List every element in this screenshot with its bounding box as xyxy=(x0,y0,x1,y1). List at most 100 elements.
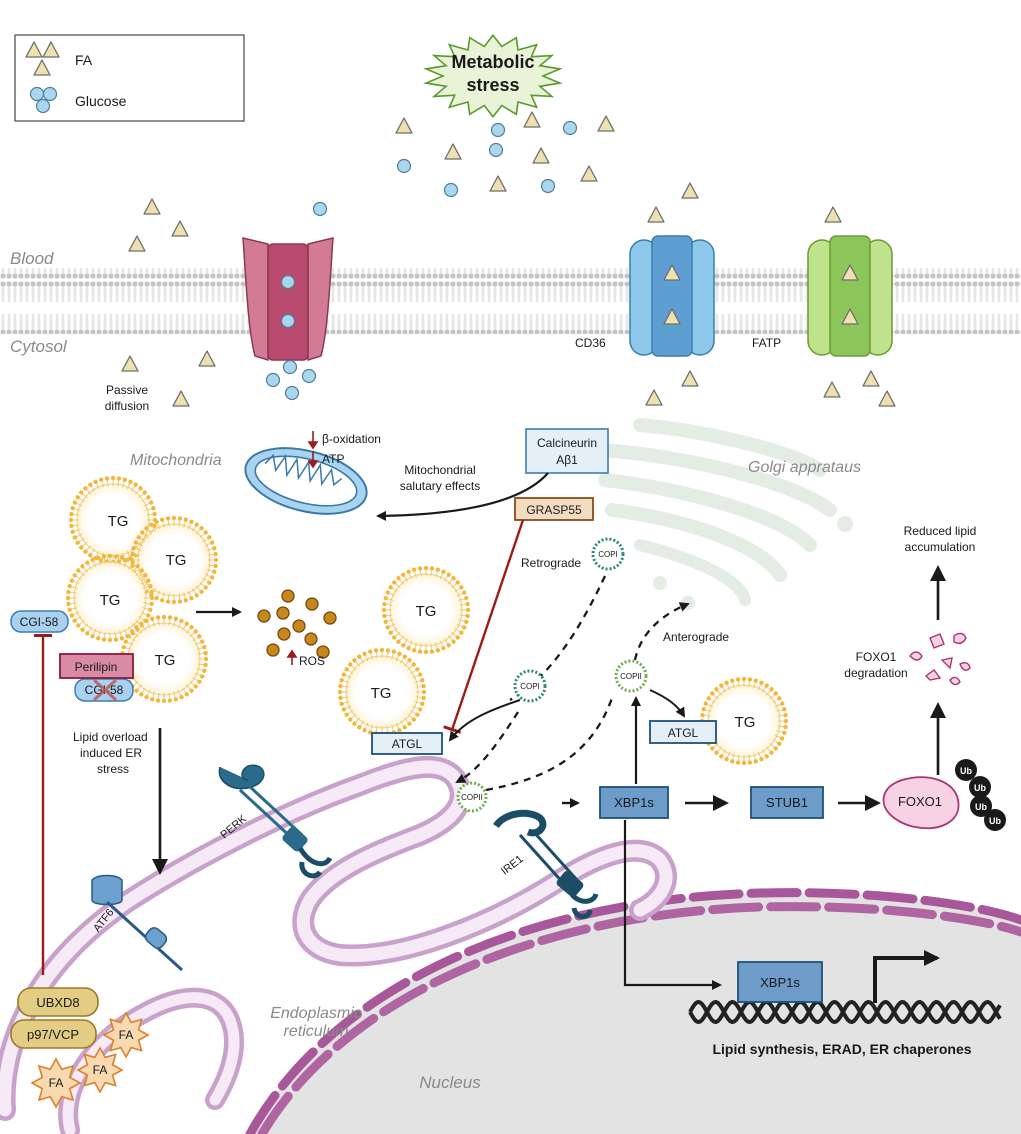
fa-stars xyxy=(30,1011,150,1109)
foxo1-degradation-line2: degradation xyxy=(844,666,907,680)
stub1-label: STUB1 xyxy=(766,795,808,810)
tg-label: TG xyxy=(371,685,392,702)
xbp1s-label: XBP1s xyxy=(614,795,654,810)
metabolic-stress-burst: Metabolic stress xyxy=(423,33,563,119)
fa-molecule xyxy=(121,355,139,372)
ros-molecule xyxy=(266,643,280,657)
blood-label: Blood xyxy=(10,249,54,268)
ubxd8-box: UBXD8 xyxy=(17,987,99,1017)
ros-up-arrow xyxy=(286,649,298,665)
fa-star-label: FA xyxy=(119,1028,134,1042)
legend-glucose-icon xyxy=(35,98,51,114)
glucose-in-transporter xyxy=(280,313,296,329)
fa-molecule xyxy=(681,182,699,199)
glucose-molecule xyxy=(301,368,317,384)
fatp-label: FATP xyxy=(752,336,781,350)
glucose-molecule xyxy=(282,359,298,375)
atgl-label: ATGL xyxy=(392,737,423,751)
er-stress-line2: induced ER xyxy=(80,746,142,760)
ub-label: Ub xyxy=(960,766,972,776)
transcription-start-arrow xyxy=(873,950,940,1003)
calcineurin-box: Calcineurin Aβ1 xyxy=(525,428,609,474)
fa-molecule xyxy=(823,381,841,398)
atp-label: ATP xyxy=(322,452,344,466)
stub1-box: STUB1 xyxy=(750,786,824,819)
anterograde-label: Anterograde xyxy=(663,630,729,644)
fa-molecule xyxy=(862,370,880,387)
vesicle-trafficking-paths xyxy=(455,575,690,792)
grasp55-box: GRASP55 xyxy=(514,497,594,521)
fa-molecule xyxy=(580,165,598,182)
perilipin-complex: CGI-58 Perilipin xyxy=(59,653,134,702)
cgi58-free: CGI-58 xyxy=(10,610,69,633)
reduced-lipid-line1: Reduced lipid xyxy=(904,524,977,538)
tg-label: TG xyxy=(416,603,437,620)
fa-molecule xyxy=(647,206,665,223)
legend-glucose-icon xyxy=(42,86,58,102)
xbp1s-to-nucleus-arrow xyxy=(623,820,722,990)
glucose-transporter xyxy=(242,237,334,362)
lipid-droplets xyxy=(65,475,789,766)
cd36-transporter xyxy=(629,235,715,357)
fa-star-label: FA xyxy=(93,1063,108,1077)
fa-molecule xyxy=(444,143,462,160)
fa-molecule xyxy=(878,390,896,407)
lipid-droplet xyxy=(119,614,209,704)
foxo1-label: FOXO1 xyxy=(898,794,942,809)
fa-star xyxy=(102,1011,150,1059)
atgl2-label: ATGL xyxy=(668,726,699,740)
golgi-apparatus xyxy=(593,418,853,610)
ire1-label: IRE1 xyxy=(499,853,526,878)
p97-label: p97/VCP xyxy=(27,1027,79,1042)
mito-effects-line2: salutary effects xyxy=(400,479,480,493)
cd36-label: CD36 xyxy=(575,336,606,350)
fa-molecule xyxy=(597,115,615,132)
legend-fa-label: FA xyxy=(75,52,93,68)
copi-vesicle: COPI xyxy=(591,537,625,571)
mitochondrion xyxy=(244,447,368,515)
xbp1s-nuclear-box: XBP1s xyxy=(737,961,823,1003)
perk-sensor xyxy=(218,764,333,879)
dna-helix xyxy=(688,999,1002,1025)
ire1-sensor xyxy=(493,809,599,919)
xbp1s-box: XBP1s xyxy=(599,786,669,819)
tg-label: TG xyxy=(155,652,176,669)
copi-vesicle: COPI xyxy=(513,669,547,703)
legend-glucose-label: Glucose xyxy=(75,93,127,109)
ros-molecule xyxy=(276,606,290,620)
ros-molecule xyxy=(277,627,291,641)
fa-molecule xyxy=(171,220,189,237)
fa-molecule xyxy=(523,111,541,128)
copi-label: COPI xyxy=(520,682,540,691)
fa-star-label: FA xyxy=(49,1076,64,1090)
retrograde-label: Retrograde xyxy=(521,556,581,570)
copi-label: COPI xyxy=(598,550,618,559)
fa-molecule xyxy=(532,147,550,164)
er-label-line1: Endoplasmic xyxy=(270,1005,362,1022)
fa-molecule xyxy=(645,389,663,406)
ros-molecule xyxy=(292,619,306,633)
copii-label: COPII xyxy=(461,793,483,802)
passive-diffusion-line1: Passive xyxy=(106,383,148,397)
legend: FA Glucose xyxy=(14,34,245,122)
fatp-transporter xyxy=(807,235,893,357)
foxo1-degradation-line1: FOXO1 xyxy=(856,650,897,664)
glucose-molecule xyxy=(490,122,506,138)
lipid-droplet xyxy=(381,565,471,655)
fa-star xyxy=(30,1057,82,1109)
perilipin-label: Perilipin xyxy=(75,660,118,674)
fa-molecule xyxy=(128,235,146,252)
glucose-in-transporter xyxy=(280,274,296,290)
mitochondria-label: Mitochondria xyxy=(130,452,222,469)
passive-diffusion-line2: diffusion xyxy=(105,399,149,413)
stress-line2: stress xyxy=(466,75,519,95)
ros-cluster xyxy=(257,589,337,659)
copii-to-atgl-arrow xyxy=(649,689,686,718)
calcineurin-line2: Aβ1 xyxy=(556,453,578,467)
lipid-droplet xyxy=(699,676,789,766)
glucose-molecule xyxy=(488,142,504,158)
ros-molecule xyxy=(305,597,319,611)
copii-label: COPII xyxy=(620,672,642,681)
glucose-molecule xyxy=(443,182,459,198)
